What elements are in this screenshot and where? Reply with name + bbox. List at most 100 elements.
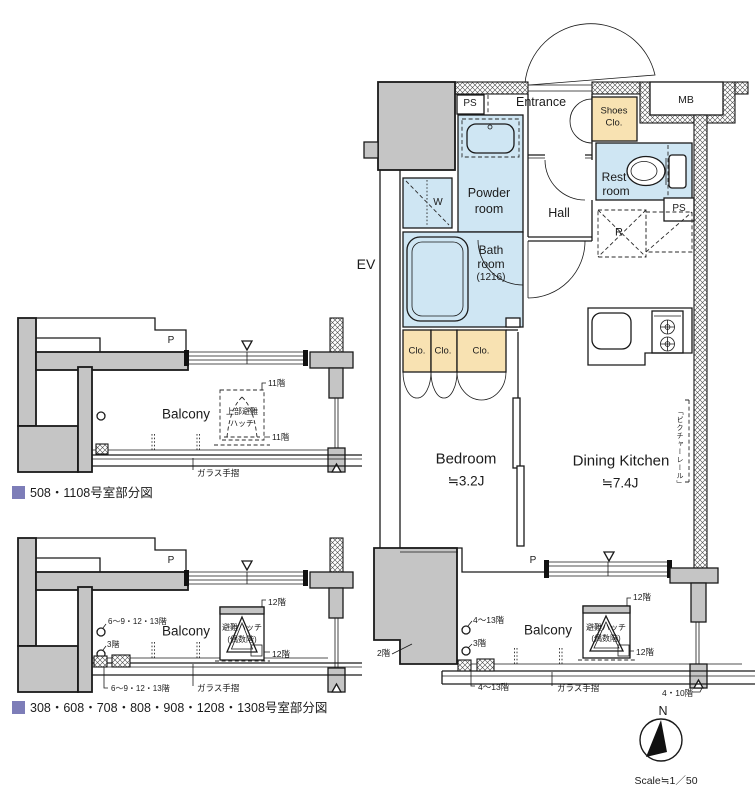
partial-top-window [184,340,308,366]
label-bath-1: Bath [478,243,504,257]
bedroom-closets [402,329,518,401]
main-bottom-left-wall [373,547,458,665]
powder-room [457,114,524,233]
label-11f-bottom: 11階 [272,431,290,442]
hall-door-arc-top [544,159,586,201]
rest-room [595,142,693,201]
label-glass-rail-pb: ガラス手摺 [197,682,240,693]
label-bedroom: Bedroom [435,450,497,468]
compass [639,718,683,762]
partial-plan-bottom [12,537,362,714]
label-4-10f: 4・10階 [662,687,694,698]
label-ev: EV [356,256,376,272]
label-hatch-pt-1: 上部避難 [226,407,258,416]
label-north: N [658,703,668,718]
escape-hatch-main [578,597,636,661]
partial-bottom-window [184,560,308,586]
pipe-space-top [456,94,485,115]
caption-square-bottom [12,701,25,714]
label-12f-bottom-main: 12階 [636,646,654,657]
caption-top: 508・1108号室部分図 [30,485,153,500]
escape-hatch-partial [215,599,270,662]
label-hatch-pb-2: (偶数階) [227,635,257,644]
label-dk-size: ≒7.4J [601,475,639,491]
label-shoes-1: Shoes [600,105,628,117]
shoes-closet [569,96,638,144]
label-12f-top-main: 12階 [633,591,651,602]
label-clo-1: Clo. [408,345,426,357]
bathtub [406,236,469,322]
label-hatch-main-1: 避難ハッチ [586,623,626,632]
partial-plan-top [12,317,362,499]
label-powder-2: room [474,201,504,216]
picture-rail-line [685,399,690,483]
hall-door-arc-bottom [527,240,586,299]
entrance-door-arc [524,23,656,86]
label-marker-bottom-main: 4〜13階 [478,681,510,692]
kitchen-counter [587,307,693,366]
meter-box [649,81,724,116]
main-right-wall [693,114,708,571]
label-balcony-main: Balcony [523,622,573,638]
label-entrance: Entrance [515,94,567,109]
label-bath-3: (1216) [476,272,506,283]
fridge-space [597,209,693,258]
ev-core-wall [363,81,456,548]
label-marker-top-pb: 6〜9・12・13階 [108,617,167,626]
main-plan [363,23,755,693]
label-bath-2: room [477,257,505,271]
main-balcony-rail [441,648,755,685]
label-hatch-main-2: (偶数階) [591,634,621,643]
label-dining-kitchen: Dining Kitchen [572,452,670,470]
label-balcony-pb: Balcony [161,623,211,639]
upper-escape-hatch [214,382,270,446]
label-p-main: P [529,555,537,566]
bedroom-bottom-step [400,547,548,573]
label-2f: 2階 [377,647,391,658]
label-clo-2: Clo. [434,345,452,357]
label-picture-rail: 「ピクチャーレール」 [676,408,683,488]
label-hatch-pt-2: ハッチ [230,419,254,428]
label-rest-2: room [602,184,630,198]
window-center-marker [602,551,616,563]
label-p-pb: P [167,555,175,566]
stove-icon [651,310,684,354]
main-balcony-markers [391,620,703,693]
label-mb: MB [678,93,694,106]
label-p-pt: P [167,335,175,346]
label-ps-top: PS [463,98,477,109]
main-window [544,551,672,578]
label-scale: Scale≒1／50 [634,774,698,787]
toilet-icon [626,155,666,187]
pipe-space-right [663,197,695,222]
label-marker-mid-pb: 3階 [107,640,120,649]
bath-door-arc [477,239,524,286]
label-marker-top-main: 4〜13階 [473,614,505,625]
compass-needle [646,720,667,757]
label-powder-1: Powder [467,185,511,200]
label-marker-mid-main: 3階 [473,637,487,648]
label-shoes-2: Clo. [605,117,623,129]
label-12f-bottom-pb: 12階 [272,648,290,659]
label-hatch-pb-1: 避難ハッチ [222,623,262,632]
room-partition [512,332,525,547]
label-12f-top-pb: 12階 [268,596,286,607]
label-11f-top: 11階 [268,377,286,388]
label-washer: W [433,197,443,208]
washer-space [402,177,453,229]
hall-walls [487,94,593,299]
bath-room [402,231,524,328]
label-marker-bottom-pb: 6〜9・12・13階 [111,684,170,693]
label-fridge: R [615,226,623,239]
label-clo-3: Clo. [472,345,490,357]
label-glass-rail-pt: ガラス手摺 [197,467,240,478]
label-balcony-pt: Balcony [161,406,211,422]
caption-square-top [12,486,25,499]
balcony-divider-right [669,567,719,689]
label-bedroom-size: ≒3.2J [447,473,485,489]
kitchen-sink [591,312,632,350]
label-glass-rail-main: ガラス手摺 [557,682,600,693]
washbasin [466,123,515,154]
